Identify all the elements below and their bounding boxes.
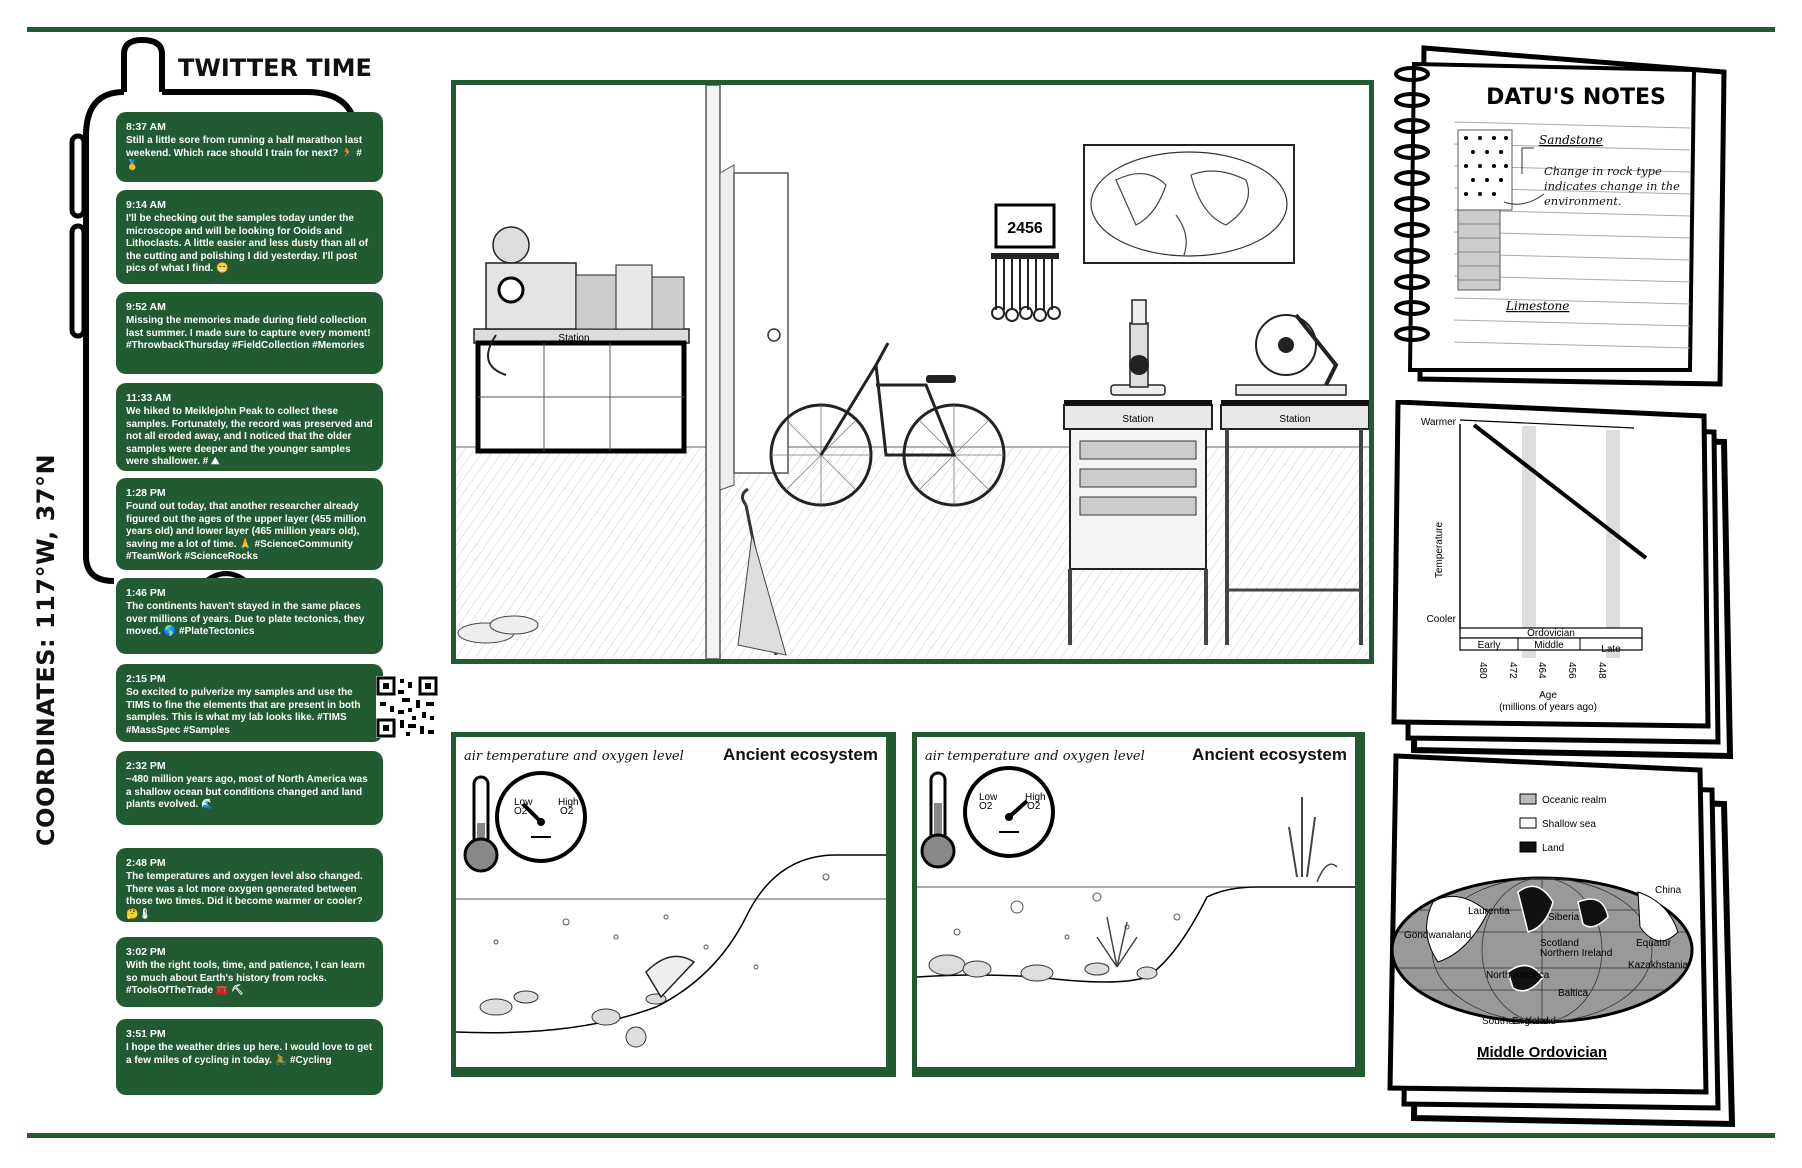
map-title: Middle Ordovician: [1477, 1044, 1607, 1061]
svg-text:O2: O2: [514, 806, 528, 817]
tweet-time: 9:14 AM: [126, 199, 166, 211]
top-rule: [27, 27, 1775, 32]
sandstone-label: Sandstone: [1539, 133, 1603, 147]
tweet-text: I'll be checking out the samples today u…: [126, 213, 369, 275]
tweet[interactable]: 8:37 AM Still a little sore from running …: [116, 112, 383, 182]
gauge-low: Low: [514, 797, 533, 808]
map-label: Baltica: [1558, 988, 1588, 999]
tweet-text: I hope the weather dries up here. I woul…: [126, 1042, 373, 1066]
tweet-time: 2:48 PM: [126, 857, 166, 869]
tweet-time: 9:52 AM: [126, 301, 166, 313]
qr-code[interactable]: [376, 676, 438, 738]
ecosystem-panel-left: air temperature and oxygen level Ancient…: [451, 732, 896, 1077]
tweet-text: With the right tools, time, and patience…: [126, 960, 365, 997]
map-label: Kazakhstania: [1628, 960, 1688, 971]
station-label: Station: [1122, 414, 1153, 425]
map-label: Northern Ireland: [1540, 948, 1612, 959]
chart-ylabel: Temperature: [1434, 521, 1445, 578]
tweet-text: Found out today, that another researcher…: [126, 501, 367, 563]
tweet[interactable]: 1:28 PM Found out today, that another res…: [116, 478, 383, 570]
map-label: Scotland: [1540, 938, 1579, 949]
lab-counter: 2456: [1007, 220, 1043, 237]
temperature-chart: Warmer Cooler Temperature Ordovician Ear…: [1391, 400, 1734, 760]
tweet-text: ~480 million years ago, most of North Am…: [126, 774, 368, 811]
limestone-label: Limestone: [1505, 299, 1569, 313]
map-label: Southern Ireland: [1482, 1016, 1556, 1027]
tweet-text: So excited to pulverize my samples and u…: [126, 687, 361, 736]
map-label: Siberia: [1548, 912, 1580, 923]
map-label: North America: [1486, 970, 1550, 981]
chart-ybottom: Cooler: [1427, 614, 1457, 625]
notes-title: DATU'S NOTES: [1486, 85, 1666, 110]
map-label: China: [1655, 885, 1682, 896]
tweet[interactable]: 2:48 PM The temperatures and oxygen level…: [116, 848, 383, 922]
ecosystem-title: Ancient ecosystem: [723, 745, 878, 764]
tweet-time: 3:02 PM: [126, 946, 166, 958]
tweet-time: 8:37 AM: [126, 121, 166, 133]
tweet[interactable]: 9:52 AM Missing the memories made during …: [116, 292, 383, 374]
bottom-rule: [27, 1133, 1775, 1138]
chart-epoch: Late: [1601, 644, 1621, 655]
tweet[interactable]: 3:51 PM I hope the weather dries up here.…: [116, 1019, 383, 1095]
ecosystem-subtitle: air temperature and oxygen level: [464, 749, 684, 764]
chart-tick: 456: [1566, 662, 1577, 679]
tweet-text: Still a little sore from running a half …: [126, 135, 363, 172]
svg-text:O2: O2: [979, 801, 993, 812]
tweet[interactable]: 11:33 AM We hiked to Meiklejohn Peak to c…: [116, 383, 383, 471]
station-label: Station: [558, 333, 589, 344]
tweet[interactable]: 3:02 PM With the right tools, time, and p…: [116, 937, 383, 1007]
twitter-title: TWITTER TIME: [178, 54, 372, 82]
station-label: Station: [1279, 414, 1310, 425]
svg-text:O2: O2: [1027, 801, 1041, 812]
map-label: Gondwanaland: [1404, 930, 1471, 941]
paleo-map: Oceanic realm Shallow sea Land China Lau…: [1387, 753, 1736, 1128]
tweet-text: The continents haven't stayed in the sam…: [126, 601, 365, 638]
tweet[interactable]: 1:46 PM The continents haven't stayed in …: [116, 578, 383, 654]
map-legend: Oceanic realm: [1542, 795, 1606, 806]
tweet-text: We hiked to Meiklejohn Peak to collect t…: [126, 406, 373, 468]
tweet[interactable]: 2:32 PM ~480 million years ago, most of N…: [116, 751, 383, 825]
chart-epoch: Early: [1478, 640, 1501, 651]
tweet[interactable]: 2:15 PM So excited to pulverize my sample…: [116, 664, 383, 742]
chart-period: Ordovician: [1527, 628, 1575, 639]
phone-outline: [69, 36, 359, 584]
gauge-high: High: [1025, 792, 1046, 803]
map-label: England: [1512, 1016, 1549, 1027]
tweet-text: Missing the memories made during field c…: [126, 315, 371, 352]
chart-tick: 448: [1596, 662, 1607, 679]
lab-scene: Station 2456: [451, 80, 1374, 664]
gauge-high: High: [558, 797, 579, 808]
datus-notes: DATU'S NOTES Sandstone Limestone Change …: [1394, 45, 1727, 387]
tweet-time: 3:51 PM: [126, 1028, 166, 1040]
chart-ytop: Warmer: [1421, 417, 1457, 428]
tweet-time: 11:33 AM: [126, 392, 172, 404]
map-label: Laurentia: [1468, 906, 1510, 917]
tweet[interactable]: 9:14 AM I'll be checking out the samples …: [116, 190, 383, 284]
tweet-time: 2:15 PM: [126, 673, 166, 685]
chart-xlabel-units: (millions of years ago): [1499, 702, 1597, 713]
tweet-time: 2:32 PM: [126, 760, 166, 772]
chart-epoch: Middle: [1534, 640, 1564, 651]
ecosystem-title: Ancient ecosystem: [1192, 745, 1347, 764]
chart-tick: 480: [1477, 662, 1488, 679]
chart-tick: 472: [1507, 662, 1518, 679]
map-label: Equator: [1636, 938, 1672, 949]
tweet-time: 1:28 PM: [126, 487, 166, 499]
gauge-low: Low: [979, 792, 998, 803]
tweet-text: The temperatures and oxygen level also c…: [126, 871, 363, 920]
map-legend: Shallow sea: [1542, 819, 1596, 830]
chart-tick: 464: [1536, 662, 1547, 679]
map-legend: Land: [1542, 843, 1564, 854]
ecosystem-panel-right: air temperature and oxygen level Ancient…: [912, 732, 1365, 1077]
chart-xlabel: Age: [1539, 690, 1557, 701]
ecosystem-subtitle: air temperature and oxygen level: [925, 749, 1145, 764]
notes-text: Change in rock type indicates change in …: [1544, 164, 1680, 208]
tweet-time: 1:46 PM: [126, 587, 166, 599]
svg-text:O2: O2: [560, 806, 574, 817]
